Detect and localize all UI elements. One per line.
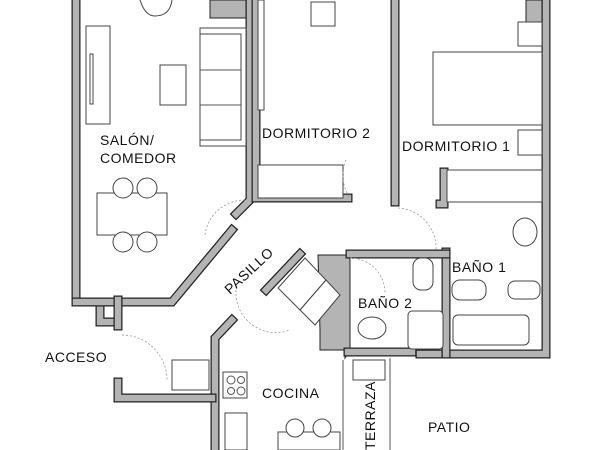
label-bano-2: BAÑO 2 [358,295,412,311]
label-cocina: COCINA [262,385,320,401]
label-salon: SALÓN/ [100,132,154,148]
label-dormitorio-1: DORMITORIO 1 [402,138,510,154]
bidet-b1 [507,280,541,300]
walls [71,0,551,450]
bathtub [452,314,530,346]
door-swings [121,159,437,381]
shoe-cabinet [171,359,210,391]
kitchen-table [277,431,341,450]
sink-b2 [357,316,387,340]
wardrobe-d1 [446,169,543,203]
toilet-b1 [451,279,487,301]
label-bano-1: BAÑO 1 [452,259,506,275]
desk-d2 [257,0,265,111]
label-acceso: ACCESO [45,349,107,365]
coffee-table [159,64,187,106]
dining-table [96,192,168,236]
label-comedor: COMEDOR [100,150,177,166]
label-terraza: TERRAZA [362,381,378,450]
shower-b2 [407,310,444,350]
kitchen-sink [224,412,248,450]
furniture [85,0,543,450]
bed [432,51,543,126]
label-patio: PATIO [428,419,470,435]
sink-b1 [512,217,538,247]
stove [222,371,248,399]
plant [139,0,173,17]
toilet-b2 [412,257,434,291]
label-dormitorio-2: DORMITORIO 2 [262,125,370,141]
wardrobe-d2 [257,164,344,199]
